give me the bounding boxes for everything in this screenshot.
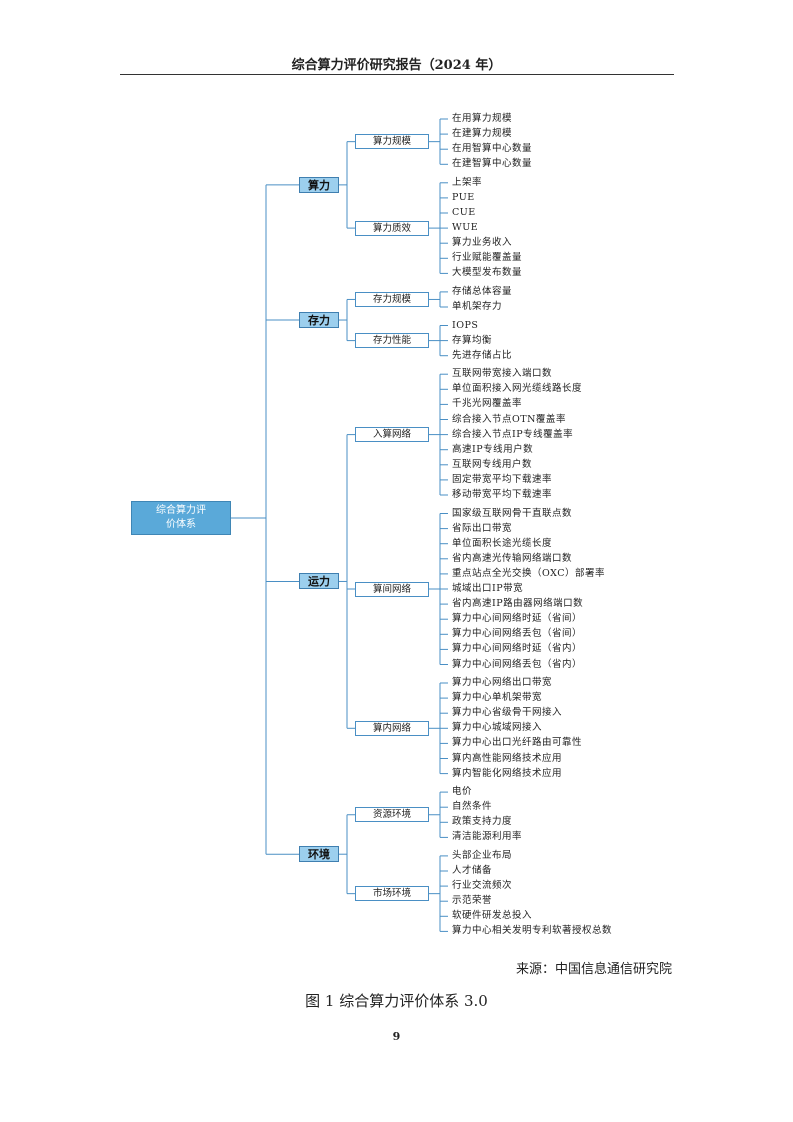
indicator-item: 算力中心出口光纤路由可靠性 [452, 737, 583, 749]
indicator-item: 政策支持力度 [452, 816, 513, 828]
indicator-item: 算内智能化网络技术应用 [452, 767, 563, 779]
indicator-item: 算力中心间网络时延（省内） [452, 643, 583, 655]
indicator-group-box: 算间网络 [355, 581, 429, 597]
indicator-group-box: 资源环境 [355, 807, 429, 823]
indicator-item: 算力中心网络出口带宽 [452, 677, 553, 688]
indicator-item: 在建算力规模 [452, 128, 513, 140]
indicator-group-box: 入算网络 [355, 427, 429, 443]
indicator-item: 人才储备 [452, 865, 493, 876]
indicator-item: 单机架存力 [452, 301, 503, 312]
indicator-item: 算力中心城域网接入 [452, 722, 543, 734]
indicator-item: 存储总体容量 [452, 285, 513, 297]
indicator-item: WUE [452, 222, 479, 234]
indicator-group-box: 市场环境 [355, 886, 429, 902]
indicator-item: 先进存储占比 [452, 349, 513, 361]
indicator-item: 自然条件 [452, 801, 493, 813]
dimension-box: 存力 [299, 312, 339, 329]
indicator-group-box: 存力性能 [355, 333, 429, 349]
indicator-item: 重点站点全光交换（OXC）部署率 [452, 567, 605, 579]
indicator-item: 移动带宽平均下载速率 [452, 489, 553, 500]
indicator-item: 综合接入节点IP专线覆盖率 [452, 428, 574, 440]
indicator-item: 清洁能源利用率 [452, 831, 523, 843]
indicator-item: 单位面积接入网光缆线路长度 [452, 383, 583, 395]
dimension-box: 算力 [299, 176, 339, 193]
indicator-item: 省际出口带宽 [452, 522, 513, 534]
indicator-item: CUE [452, 207, 476, 218]
indicator-item: 算力中心相关发明专利软著授权总数 [452, 925, 613, 937]
dimension-box: 环境 [299, 846, 339, 863]
indicator-item: 算力中心间网络丢包（省间） [452, 628, 583, 640]
indicator-item: 城域出口IP带宽 [452, 583, 524, 594]
indicator-group-box: 算力质效 [355, 220, 429, 236]
indicator-item: 电价 [452, 786, 473, 798]
indicator-item: 算力中心间网络丢包（省内） [452, 658, 583, 670]
indicator-item: 综合接入节点OTN覆盖率 [452, 413, 566, 425]
indicator-item: 在用算力规模 [452, 113, 513, 124]
indicator-item: 高速IP专线用户数 [452, 443, 534, 455]
indicator-item: 算力中心间网络时延（省间） [452, 613, 583, 625]
indicator-group-box: 算内网络 [355, 720, 429, 736]
indicator-item: 示范荣誉 [452, 895, 493, 907]
figure-caption: 图 1 综合算力评价体系 3.0 [305, 992, 488, 1010]
indicator-item: 头部企业布局 [452, 849, 513, 861]
root-box: 综合算力评价体系 [131, 501, 231, 535]
indicator-item: 软硬件研发总投入 [452, 910, 533, 922]
page-number: 9 [392, 1030, 401, 1043]
indicator-item: IOPS [452, 319, 479, 331]
dimension-box: 运力 [299, 573, 339, 590]
indicator-item: 行业交流频次 [452, 880, 513, 892]
indicator-item: 算力业务收入 [452, 237, 513, 249]
header-divider [120, 74, 674, 75]
indicator-item: 大模型发布数量 [452, 267, 523, 279]
indicator-item: 省内高速光传输网络端口数 [452, 552, 573, 564]
indicator-item: 在建智算中心数量 [452, 158, 533, 170]
indicator-item: 算力中心单机架带宽 [452, 692, 543, 704]
indicator-item: 算内高性能网络技术应用 [452, 752, 563, 764]
indicator-item: 存算均衡 [452, 334, 493, 346]
indicator-item: 固定带宽平均下载速率 [452, 473, 553, 485]
indicator-item: 单位面积长途光缆长度 [452, 537, 553, 549]
indicator-item: 千兆光网覆盖率 [452, 398, 523, 410]
indicator-item: 互联网带宽接入端口数 [452, 368, 553, 380]
indicator-item: 国家级互联网骨干直联点数 [452, 507, 573, 519]
indicator-item: 算力中心省级骨干网接入 [452, 707, 563, 719]
indicator-item: 省内高速IP路由器网络端口数 [452, 598, 584, 610]
indicator-item: 行业赋能覆盖量 [452, 252, 523, 264]
indicator-item: 上架率 [452, 176, 483, 188]
indicator-item: 在用智算中心数量 [452, 143, 533, 155]
indicator-item: 互联网专线用户数 [452, 458, 533, 470]
indicator-group-box: 存力规模 [355, 291, 429, 307]
indicator-group-box: 算力规模 [355, 134, 429, 150]
page-header-title: 综合算力评价研究报告（2024 年） [291, 58, 502, 73]
indicator-item: PUE [452, 191, 475, 203]
figure-source: 来源：中国信息通信研究院 [515, 962, 672, 977]
